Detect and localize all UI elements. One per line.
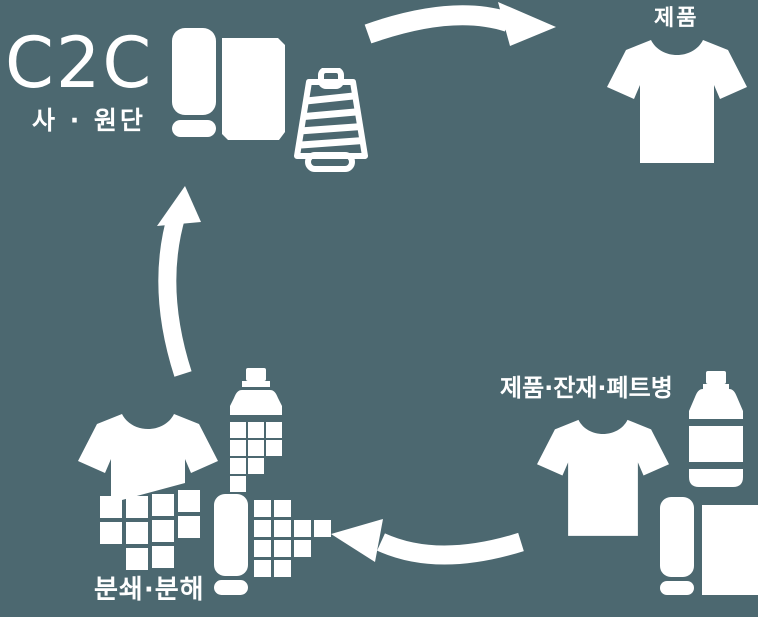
decompose-label: 분쇄·분해: [94, 575, 205, 605]
shredded-tshirt-icon: [78, 414, 218, 570]
fabric-roll-icon: [660, 497, 758, 595]
material-label: 사 · 원단: [32, 106, 146, 135]
c2c-logo: C2C: [5, 22, 154, 104]
pet-bottle-icon: [689, 371, 743, 487]
arrow-collection-to-decompose-icon: [331, 519, 524, 565]
shredded-roll-icon: [214, 494, 331, 595]
product-label: 제품: [654, 6, 699, 31]
arrow-decompose-to-material-icon: [157, 186, 201, 377]
arrow-material-to-product-icon: [364, 2, 556, 46]
tshirt-icon: [537, 419, 669, 536]
collection-label: 제품·잔재·폐트병: [500, 374, 673, 402]
thread-cone-icon: [294, 68, 368, 172]
shredded-bottle-icon: [230, 368, 282, 492]
fabric-roll-icon: [172, 28, 285, 140]
tshirt-icon: [607, 40, 747, 163]
